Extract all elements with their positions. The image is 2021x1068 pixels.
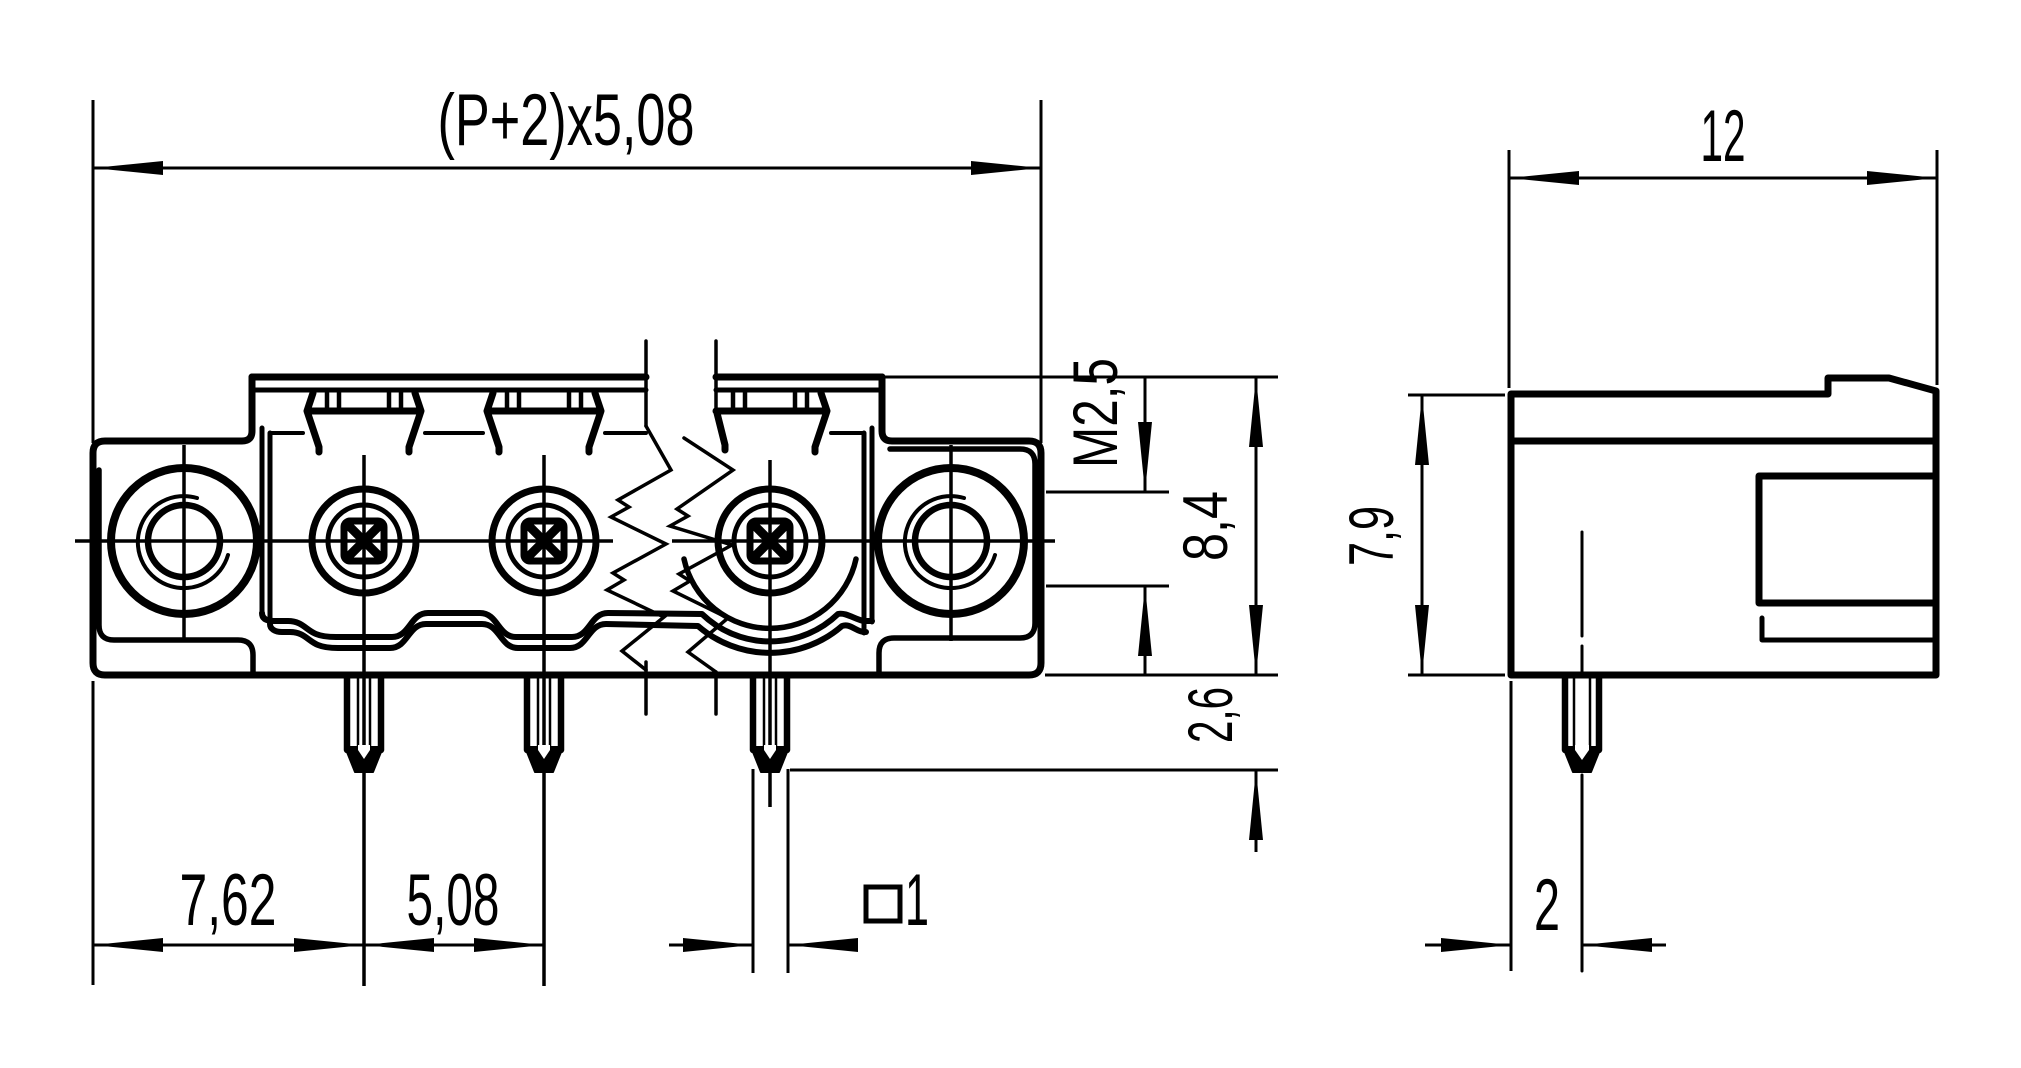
svg-text:7,9: 7,9 xyxy=(1337,506,1407,566)
svg-text:8,4: 8,4 xyxy=(1171,491,1241,561)
svg-text:2,6: 2,6 xyxy=(1176,687,1246,743)
svg-text:(P+2)x5,08: (P+2)x5,08 xyxy=(438,80,695,161)
svg-text:12: 12 xyxy=(1701,96,1746,177)
svg-text:7,62: 7,62 xyxy=(180,860,277,941)
svg-text:2: 2 xyxy=(1534,865,1560,946)
svg-text:5,08: 5,08 xyxy=(407,860,500,941)
svg-text:M2,5: M2,5 xyxy=(1061,358,1131,468)
svg-text:1: 1 xyxy=(905,860,929,941)
